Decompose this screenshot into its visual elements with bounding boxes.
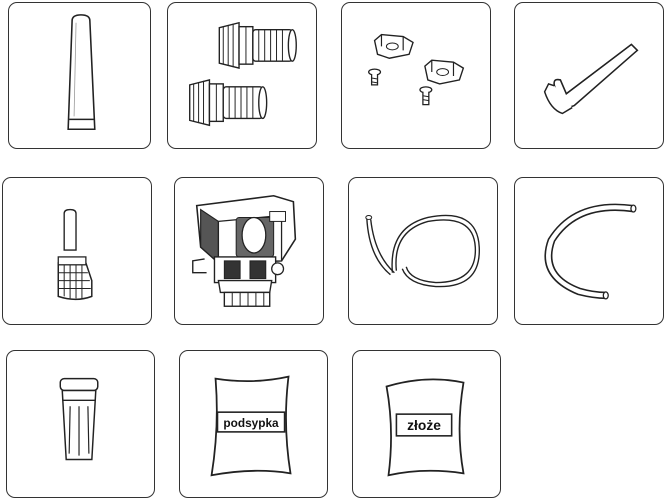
card-hex-key bbox=[514, 2, 664, 149]
control-valve-icon bbox=[175, 178, 323, 324]
card-upper-distributor bbox=[6, 350, 155, 498]
hex-key-icon bbox=[515, 3, 663, 148]
upper-distributor-icon bbox=[7, 351, 154, 497]
riser-tube-icon bbox=[9, 3, 150, 148]
media-bag-icon: podsypka bbox=[180, 351, 327, 497]
card-thin-tubing bbox=[348, 177, 498, 325]
card-distributor-screen bbox=[2, 177, 152, 325]
card-gravel-bag: podsypka bbox=[179, 350, 328, 498]
thin-tubing-icon bbox=[349, 178, 497, 324]
gravel-bag-label: podsypka bbox=[223, 416, 279, 430]
card-resin-bag: złoże bbox=[352, 350, 501, 498]
card-mounting-clips bbox=[341, 2, 491, 149]
mounting-clip-icon bbox=[342, 3, 490, 148]
card-riser-tube bbox=[8, 2, 151, 149]
resin-bag-label: złoże bbox=[407, 417, 441, 433]
media-bag-icon: złoże bbox=[353, 351, 500, 497]
card-threaded-connectors bbox=[167, 2, 317, 149]
distributor-screen-icon bbox=[3, 178, 151, 324]
drain-hose-icon bbox=[515, 178, 663, 324]
threaded-connector-icon bbox=[168, 3, 316, 148]
card-control-valve bbox=[174, 177, 324, 325]
card-drain-hose bbox=[514, 177, 664, 325]
